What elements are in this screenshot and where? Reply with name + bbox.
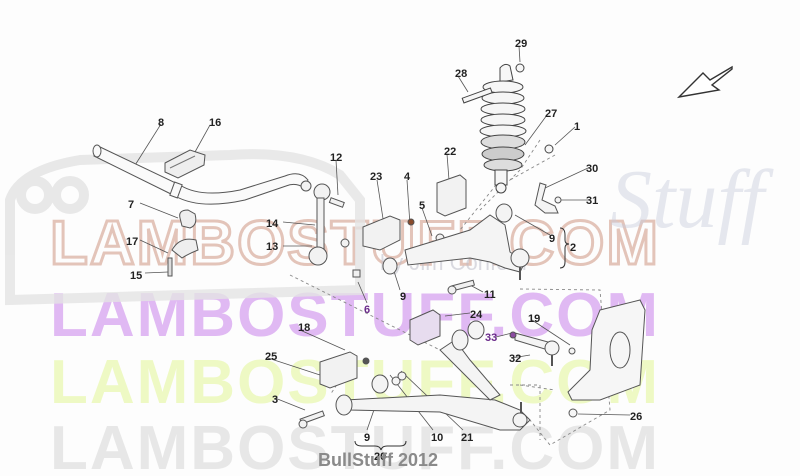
callout-20: 20: [374, 451, 387, 463]
callout-13: 13: [266, 241, 279, 253]
callout-4: 4: [404, 171, 411, 183]
callout-21: 21: [461, 432, 474, 444]
callout-27: 27: [545, 108, 558, 120]
mounting-bracket: [362, 174, 467, 251]
callout-23: 23: [370, 171, 383, 183]
watermark-stuff-script: Stuff: [610, 153, 765, 246]
callout-6: 6: [364, 304, 371, 316]
bolts: [352, 269, 476, 295]
callout-9-lower: 9: [364, 432, 371, 444]
callout-8: 8: [158, 117, 165, 129]
callout-33: 33: [485, 332, 498, 344]
callout-14: 14: [266, 218, 279, 230]
callout-28: 28: [455, 68, 468, 80]
car-silhouette-icon: [5, 149, 365, 306]
callout-24: 24: [470, 309, 483, 321]
callout-1: 1: [574, 121, 581, 133]
coilover-shock: [461, 63, 554, 194]
callout-32: 32: [509, 353, 522, 365]
callout-29: 29: [515, 38, 528, 50]
callout-3: 3: [272, 394, 279, 406]
steering-knuckle: [567, 299, 646, 418]
lower-control-arm: [335, 320, 531, 431]
stabilizer-bushing: [167, 209, 199, 277]
callout-19: 19: [528, 313, 541, 325]
callout-9-upper: 9: [549, 233, 556, 245]
callout-9-middle: 9: [400, 291, 407, 303]
tie-rod-end: [509, 331, 576, 366]
callout-2: 2: [570, 242, 577, 254]
spring-clip: [534, 182, 562, 214]
callout-25: 25: [265, 351, 278, 363]
callout-18: 18: [298, 322, 311, 334]
stabilizer-end-link: [300, 180, 350, 266]
callout-30: 30: [586, 163, 599, 175]
callout-12: 12: [330, 152, 343, 164]
callout-5: 5: [419, 200, 426, 212]
callout-22: 22: [444, 146, 457, 158]
callout-10: 10: [431, 432, 444, 444]
watermark-lambostuff-brown: LAMBOSTUFF.COM: [48, 209, 661, 278]
callout-17: 17: [126, 236, 139, 248]
callout-26: 26: [630, 411, 643, 423]
group-braces: [354, 227, 570, 451]
callout-31: 31: [586, 195, 599, 207]
footer-credit: BullStuff 2012: [318, 450, 439, 470]
upper-control-arm: [382, 203, 530, 280]
callout-15: 15: [130, 270, 143, 282]
watermark-lambostuff-gray: LAMBOSTUFF.COM: [50, 414, 661, 476]
callout-11: 11: [484, 289, 496, 301]
stabilizer-clamp: [164, 149, 206, 179]
callout-7: 7: [128, 199, 135, 211]
callout-16: 16: [209, 117, 222, 129]
lower-bracket: [298, 309, 441, 429]
arrow-down-left-icon: [676, 65, 733, 99]
